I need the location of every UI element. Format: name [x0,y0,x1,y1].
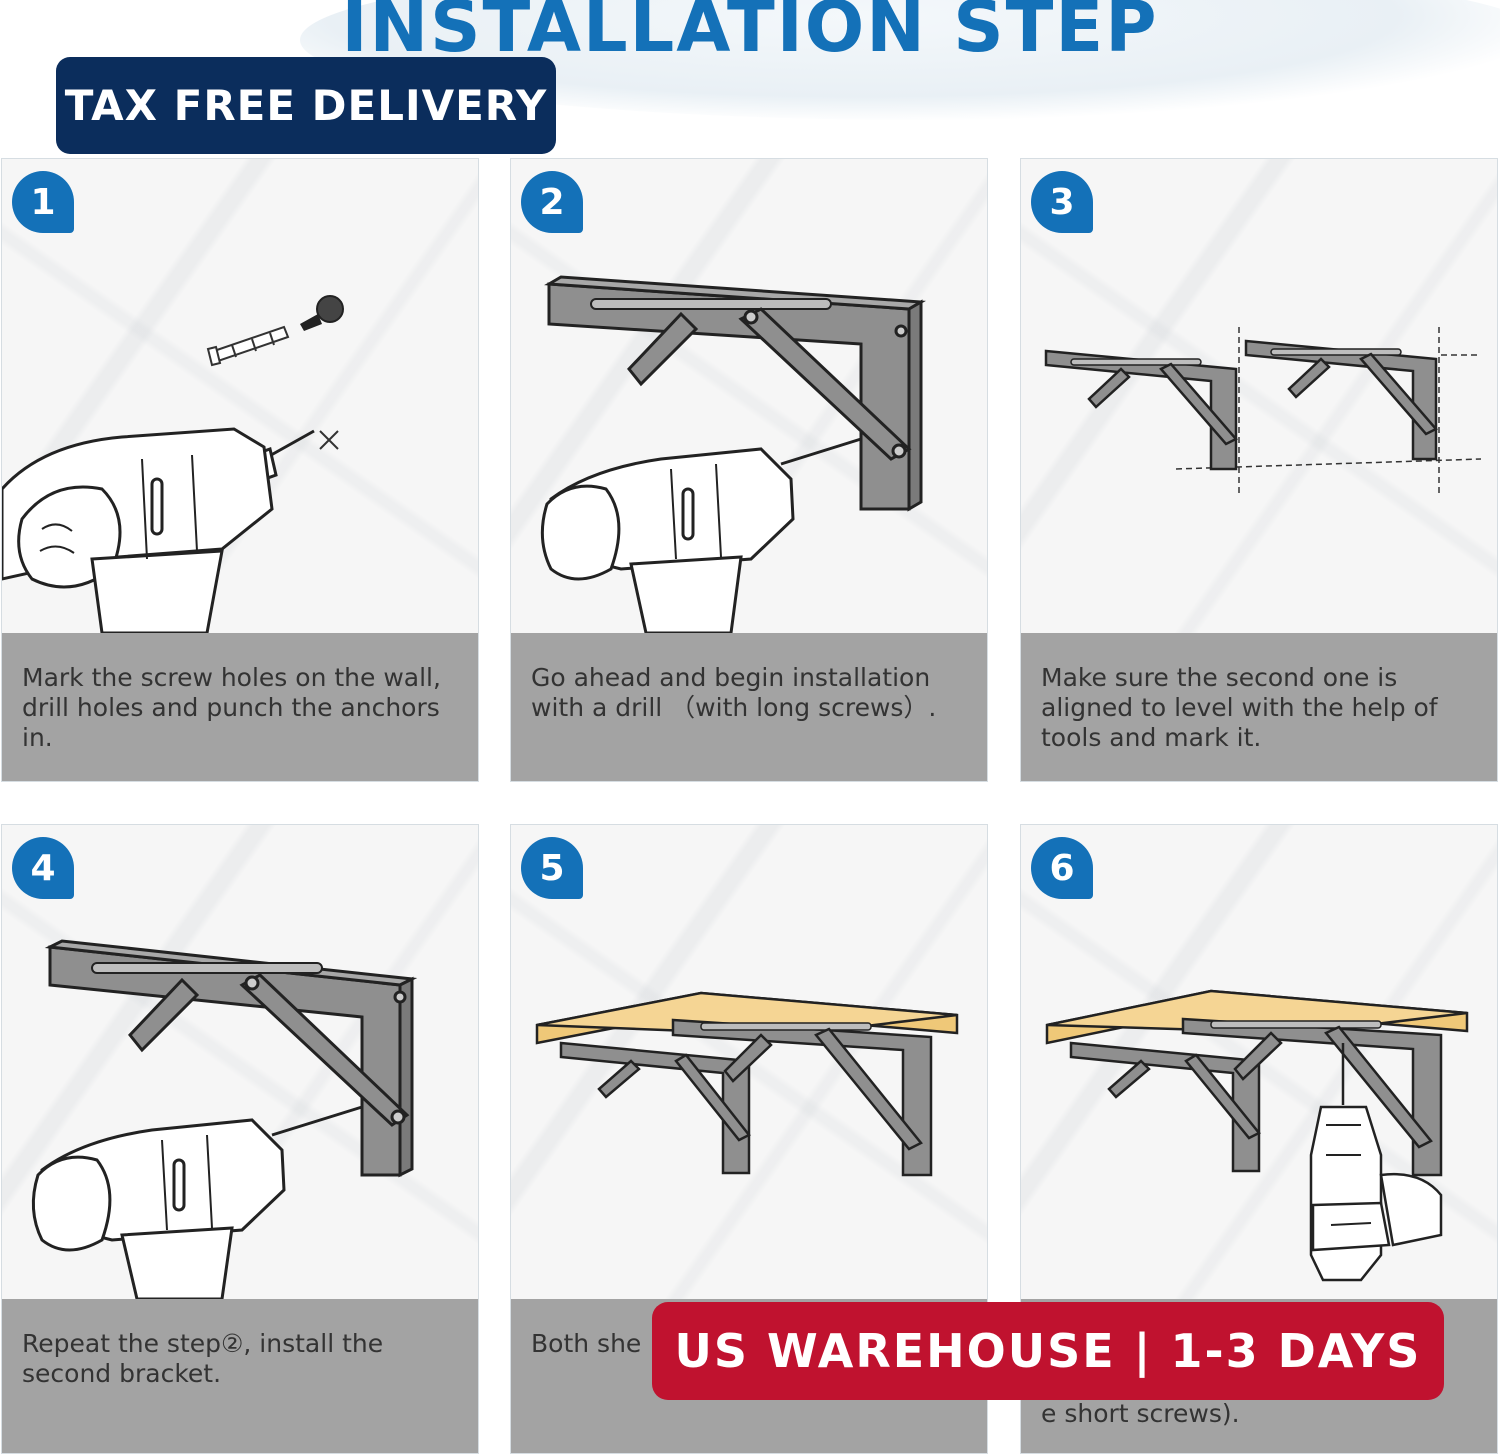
wall-anchor-icon [206,325,290,367]
step-number-badge: 1 [12,171,74,233]
folding-bracket-icon [671,1018,933,1177]
tax-free-delivery-badge: TAX FREE DELIVERY [56,57,556,154]
step-number-badge: 4 [12,837,74,899]
screw-icon [300,295,344,450]
page-title: INSTALLATION STEP [341,0,1159,68]
folding-bracket-icon [1069,1041,1261,1173]
step-number-badge: 3 [1031,171,1093,233]
step-card-5: 5 Both she [510,824,988,1454]
folding-bracket-icon [544,275,926,512]
step-4-illustration [2,825,478,1299]
step-3-illustration [1021,159,1497,633]
step-card-3: 3 Make sure the second one is aligned to… [1020,158,1498,782]
step-number-badge: 6 [1031,837,1093,899]
step-card-4: 4 Repeat the step②, install the second b… [1,824,479,1454]
step-card-2: 2 Go ahead and begin installation with a… [510,158,988,782]
drill-icon [31,1105,363,1299]
step-number-badge: 2 [521,171,583,233]
folding-bracket-icon [1181,1017,1443,1177]
step-caption: Mark the screw holes on the wall, drill … [2,633,478,781]
folding-bracket-icon [1044,349,1238,471]
step-5-illustration [511,825,987,1299]
step-caption: Repeat the step②, install the second bra… [2,1299,478,1453]
step-6-illustration [1021,825,1497,1299]
step-caption: Make sure the second one is aligned to l… [1021,633,1497,781]
us-warehouse-badge: US WAREHOUSE | 1-3 DAYS [652,1302,1444,1400]
step-1-illustration [2,159,478,633]
drill-icon [540,437,862,633]
folding-bracket-icon [1244,339,1438,461]
step-card-1: 1 Mark the screw holes on the wall, dril… [1,158,479,782]
step-caption: Go ahead and begin installation with a d… [511,633,987,781]
step-2-illustration [511,159,987,633]
step-number-badge: 5 [521,837,583,899]
drill-icon [2,427,315,633]
drill-icon [1309,1043,1443,1282]
folding-bracket-icon [559,1041,751,1175]
folding-bracket-icon [44,939,418,1178]
